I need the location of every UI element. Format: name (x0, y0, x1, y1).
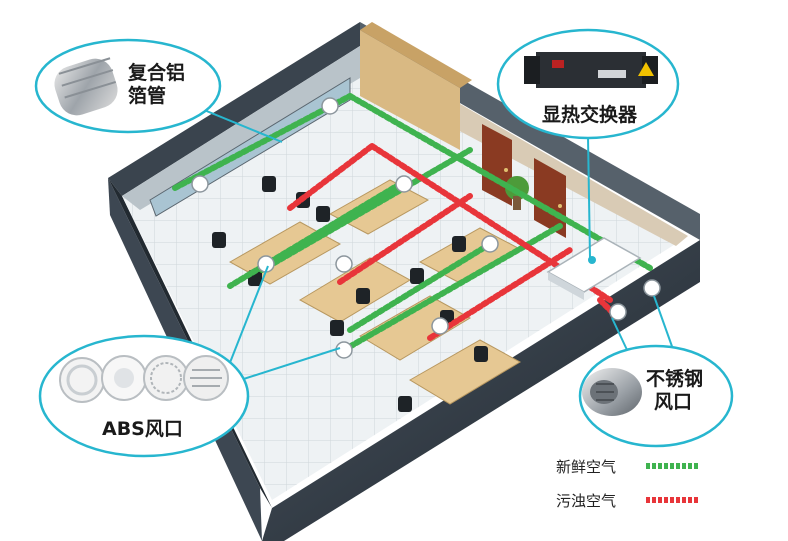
legend-swatches (646, 463, 698, 503)
legend-stale-air-label: 污浊空气 (556, 492, 617, 510)
legend-fresh-air-label: 新鲜空气 (556, 458, 617, 476)
cabinets (360, 22, 472, 150)
label-aluminum-duct: 复合铝 箔管 (128, 62, 185, 108)
flexible-duct-icon (54, 57, 118, 116)
abs-vent-icon (59, 355, 229, 403)
label-aluminum-duct-line1: 复合铝 (128, 62, 186, 84)
label-abs-vent: ABS风口 (102, 418, 183, 440)
callout-heat-exchanger (496, 28, 680, 140)
label-aluminum-duct-line2: 箔管 (128, 84, 167, 107)
label-heat-exchanger: 显热交换器 (542, 104, 638, 126)
label-steel-vent-line1: 不锈钢 (646, 368, 704, 390)
label-steel-vent-line2: 风口 (654, 390, 693, 413)
heat-exchanger-icon (524, 52, 658, 88)
label-steel-vent: 不锈钢 风口 (646, 368, 703, 414)
heat-exchanger-unit (546, 237, 642, 300)
callout-aluminum-duct (34, 38, 222, 134)
steel-vent-icon (582, 368, 642, 416)
callout-abs-vent (38, 334, 250, 458)
callout-steel-vent (578, 344, 734, 448)
callout-connectors (169, 95, 675, 389)
ceiling-diffusers (191, 97, 661, 359)
